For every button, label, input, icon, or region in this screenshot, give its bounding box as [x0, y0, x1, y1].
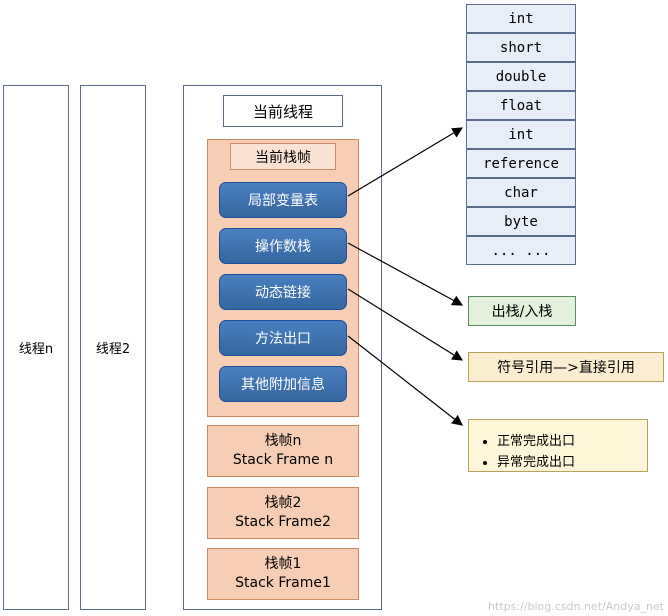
stack-frame-line2: Stack Frame1: [235, 575, 331, 591]
thread-column-n-label: 线程n: [18, 342, 54, 357]
frame-part-dynamic-link[interactable]: 动态链接: [219, 274, 347, 310]
thread-column-2-label: 线程2: [95, 342, 131, 357]
note-operand-stack: 出栈/入栈: [468, 296, 576, 326]
note-method-exit: 正常完成出口 异常完成出口: [468, 419, 648, 472]
frame-part-label: 操作数栈: [255, 239, 311, 255]
type-label: reference: [483, 155, 559, 172]
stack-frame-line1: 栈帧1: [264, 556, 302, 573]
type-cell-int-2: int: [466, 120, 576, 149]
current-thread-title-label: 当前线程: [252, 102, 313, 121]
type-label: int: [508, 10, 534, 27]
type-cell-reference: reference: [466, 149, 576, 178]
type-label: ... ...: [491, 242, 551, 259]
frame-part-operand-stack[interactable]: 操作数栈: [219, 228, 347, 264]
type-cell-int-1: int: [466, 4, 576, 33]
current-thread-title: 当前线程: [223, 95, 343, 127]
current-frame-title-label: 当前栈帧: [255, 149, 311, 166]
type-cell-char: char: [466, 178, 576, 207]
stack-frame-line1: 栈帧2: [264, 495, 302, 512]
type-cell-byte: byte: [466, 207, 576, 236]
type-label: byte: [504, 213, 538, 230]
type-cell-short: short: [466, 33, 576, 62]
stack-frame-2: 栈帧2 Stack Frame2: [207, 487, 359, 539]
note-method-exit-item-normal: 正常完成出口: [497, 430, 637, 449]
note-method-exit-item-abnormal: 异常完成出口: [497, 451, 637, 470]
type-label: double: [495, 68, 547, 85]
frame-part-label: 其他附加信息: [241, 377, 325, 393]
stack-frame-line2: Stack Frame2: [235, 514, 331, 530]
stack-frame-line2: Stack Frame n: [232, 452, 334, 468]
note-dynamic-link: 符号引用—>直接引用: [468, 352, 664, 382]
type-label: short: [499, 39, 543, 56]
type-cell-ellipsis: ... ...: [466, 236, 576, 265]
frame-part-label: 动态链接: [255, 285, 311, 301]
frame-part-method-exit[interactable]: 方法出口: [219, 320, 347, 356]
note-operand-stack-label: 出栈/入栈: [491, 304, 553, 320]
type-label: float: [499, 97, 543, 114]
thread-column-2: 线程2: [80, 85, 146, 610]
stack-frame-line1: 栈帧n: [264, 433, 302, 450]
frame-part-local-variable-table[interactable]: 局部变量表: [219, 182, 347, 218]
note-dynamic-link-label: 符号引用—>直接引用: [497, 360, 635, 376]
frame-part-label: 方法出口: [255, 331, 311, 347]
type-label: char: [504, 184, 538, 201]
type-cell-float: float: [466, 91, 576, 120]
type-cell-double: double: [466, 62, 576, 91]
stack-frame-1: 栈帧1 Stack Frame1: [207, 548, 359, 600]
stack-frame-n: 栈帧n Stack Frame n: [207, 425, 359, 477]
watermark: https://blog.csdn.net/Andya_net: [488, 600, 664, 613]
frame-part-label: 局部变量表: [248, 193, 318, 209]
thread-column-n: 线程n: [3, 85, 69, 610]
current-frame-title: 当前栈帧: [230, 143, 336, 170]
type-label: int: [508, 126, 534, 143]
frame-part-extra-info[interactable]: 其他附加信息: [219, 366, 347, 402]
